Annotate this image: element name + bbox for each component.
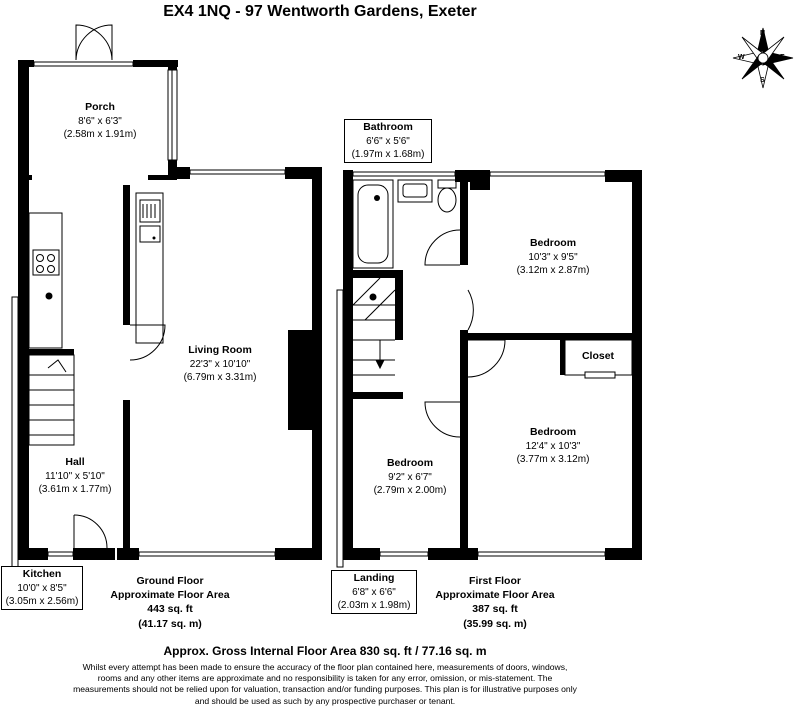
ground-floor-walls xyxy=(18,60,322,560)
bathroom-label: Bathroom 6'6" x 5'6" (1.97m x 1.68m) xyxy=(344,119,432,163)
compass-rose xyxy=(732,27,794,89)
ground-floor-fixtures xyxy=(11,24,286,568)
disclaimer-text: Whilst every attempt has been made to en… xyxy=(73,662,577,706)
page-title: EX4 1NQ - 97 Wentworth Gardens, Exeter xyxy=(163,3,477,20)
ground-floor-area: Ground Floor Approximate Floor Area 443 … xyxy=(110,575,230,630)
compass-s: S xyxy=(760,77,765,84)
living-room-label: Living Room 22'3" x 10'10" (6.79m x 3.31… xyxy=(183,344,257,383)
landing-label: Landing 6'8" x 6'6" (2.03m x 1.98m) xyxy=(331,570,417,614)
compass-n: N xyxy=(760,30,766,37)
hall-label: Hall 11'10" x 5'10" (3.61m x 1.77m) xyxy=(38,456,112,495)
bath-plug-mark xyxy=(374,195,380,201)
loft-hatch-mark xyxy=(369,293,377,301)
kitchen-label: Kitchen 10'0" x 8'5" (3.05m x 2.56m) xyxy=(1,566,83,610)
compass-w: W xyxy=(738,54,745,61)
bedroom-2-label: Bedroom 12'4" x 10'3" (3.77m x 3.12m) xyxy=(516,426,590,465)
first-floor-fixtures xyxy=(336,171,633,568)
bedroom-3-label: Bedroom 9'2" x 6'7" (2.79m x 2.00m) xyxy=(373,457,447,496)
first-floor-walls xyxy=(343,170,642,560)
porch-label: Porch 8'6" x 6'3" (2.58m x 1.91m) xyxy=(63,101,137,140)
compass-e: E xyxy=(780,54,785,61)
hob-mark xyxy=(152,236,156,240)
closet-label: Closet xyxy=(581,350,615,362)
bedroom-1-label: Bedroom 10'3" x 9'5" (3.12m x 2.87m) xyxy=(516,237,590,276)
gross-internal-area: Approx. Gross Internal Floor Area 830 sq… xyxy=(163,644,487,658)
boiler-mark xyxy=(45,292,53,300)
first-floor-area: First Floor Approximate Floor Area 387 s… xyxy=(435,575,555,630)
